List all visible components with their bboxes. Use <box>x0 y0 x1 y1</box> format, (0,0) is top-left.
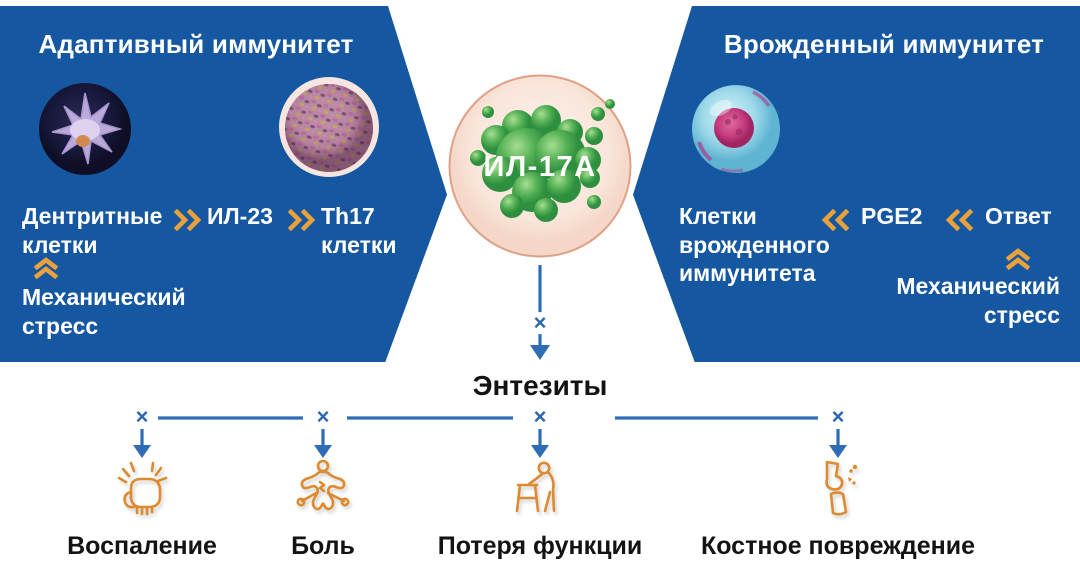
chevron-double-up-icon <box>1005 248 1031 271</box>
blocked-x-mark: × <box>529 406 551 429</box>
innate-response-label: Ответ <box>985 203 1052 229</box>
knee-bone-damage-icon <box>806 456 870 520</box>
innate-panel-title: Врожденный иммунитет <box>723 29 1045 59</box>
th17-cell-image <box>278 76 380 178</box>
adaptive-panel-title: Адаптивный иммунитет <box>38 29 354 59</box>
innate-cell-image <box>691 84 781 174</box>
outcome-label-bone-damage: Костное повреждение <box>700 532 976 560</box>
adaptive-immunity-panel <box>0 6 447 362</box>
outcome-label-pain: Боль <box>291 532 355 560</box>
innate-cells-label: Клетки врожденного иммунитета <box>679 203 830 287</box>
inflamed-hand-icon <box>110 456 174 520</box>
blocked-x-mark: × <box>827 406 849 429</box>
person-walker-icon <box>508 456 572 520</box>
adaptive-mediator-label: ИЛ-23 <box>207 203 273 229</box>
enthesitis-label: Энтезиты <box>472 370 608 401</box>
blocked-x-mark: × <box>312 406 334 429</box>
blocked-x-mark: × <box>131 406 153 429</box>
adaptive-cell2-label: Th17 клетки <box>321 203 397 258</box>
chevron-double-right-icon <box>173 208 203 232</box>
chevron-double-up-icon <box>33 257 59 280</box>
innate-immunity-panel <box>633 6 1080 362</box>
innate-stress-label: Механический стресс <box>896 273 1060 328</box>
chevron-double-left-icon <box>820 208 850 232</box>
blocked-x-mark: × <box>529 312 551 335</box>
down-arrow-icon <box>530 345 550 360</box>
il17a-molecule-image: ИЛ-17А <box>448 74 632 258</box>
cytokine-label: ИЛ-17А <box>483 151 596 183</box>
chevron-double-right-icon <box>287 208 317 232</box>
adaptive-cell1-label: Дентритные клетки <box>22 203 163 258</box>
adaptive-stress-label: Механический стресс <box>22 284 186 339</box>
outcome-label-loss-of-function: Потеря функции <box>437 532 643 560</box>
pain-body-icon <box>291 456 355 520</box>
dendritic-cell-image <box>39 83 131 175</box>
chevron-double-left-icon <box>944 208 974 232</box>
innate-mediator-label: PGE2 <box>861 203 923 229</box>
outcome-label-inflammation: Воспаление <box>67 532 217 560</box>
